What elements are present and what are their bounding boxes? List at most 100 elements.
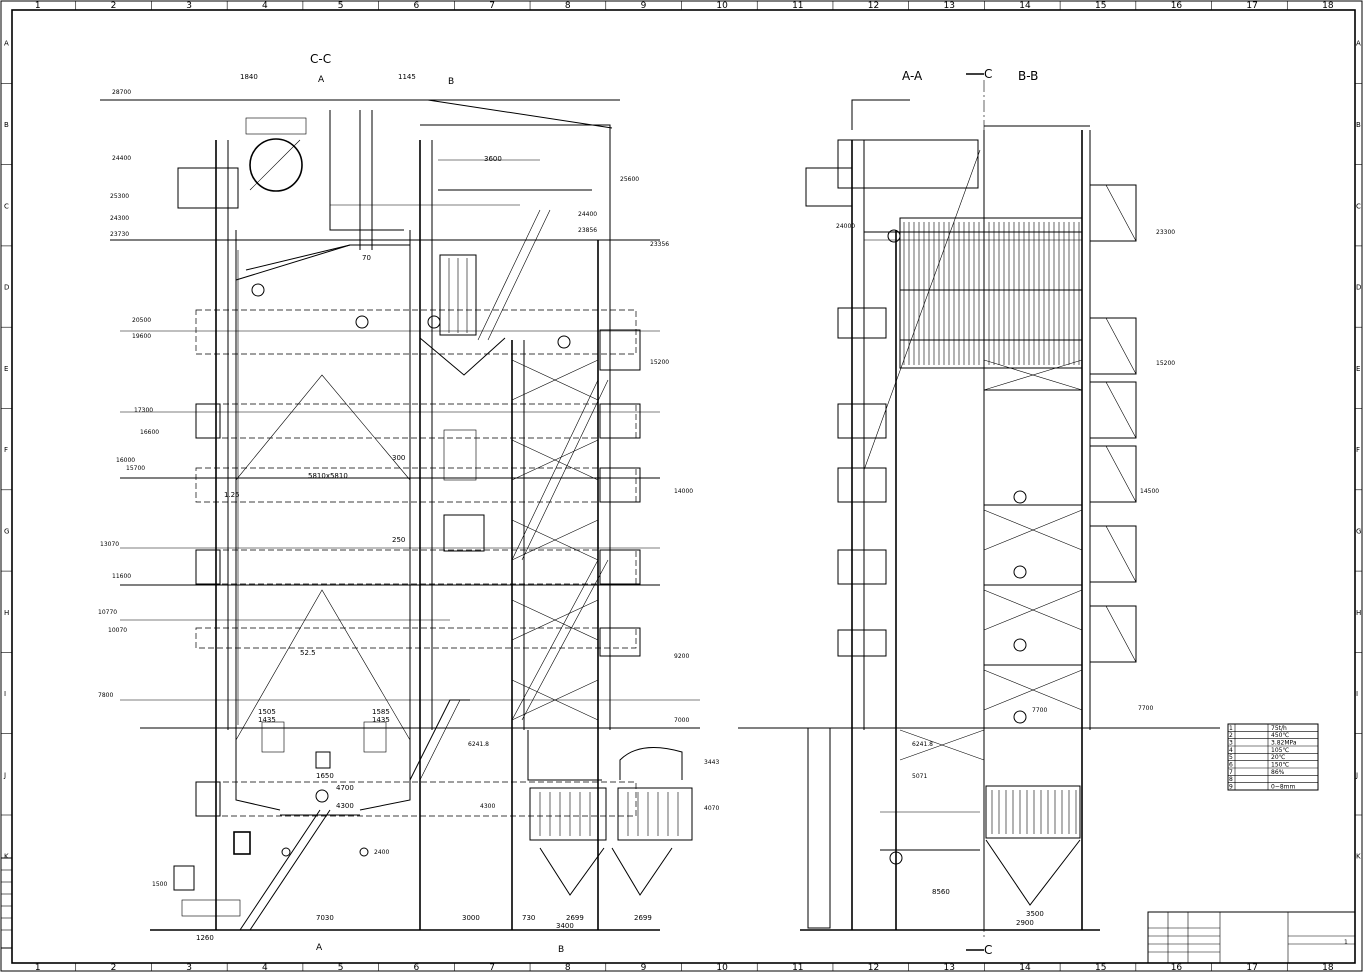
grid-row-label-right-I: I bbox=[1356, 690, 1358, 698]
grid-col-label-top-14: 14 bbox=[1019, 1, 1031, 11]
grid-col-label-bottom-2: 2 bbox=[111, 963, 117, 972]
dim-4700: 4700 bbox=[336, 784, 354, 792]
superheater-tube-bank bbox=[903, 222, 1080, 365]
grid-col-label-bottom-18: 18 bbox=[1322, 963, 1334, 972]
spec-row-value: 75t/h bbox=[1271, 725, 1287, 732]
grid-col-label-bottom-1: 1 bbox=[35, 963, 41, 972]
grid-row-label-left-B: B bbox=[4, 121, 9, 129]
elev-right-7700-a: 7700 bbox=[1032, 707, 1047, 714]
elev-right-14500: 14500 bbox=[1140, 488, 1159, 495]
section-cc-view: C-C A B A B bbox=[98, 52, 719, 955]
spec-row-value: 3.82MPa bbox=[1271, 740, 1297, 747]
grid-col-label-bottom-7: 7 bbox=[489, 963, 495, 972]
grid-col-label-bottom-9: 9 bbox=[641, 963, 647, 972]
elev-25600: 25600 bbox=[620, 176, 639, 183]
grid-col-label-top-5: 5 bbox=[338, 1, 344, 11]
dim-1505: 1505 bbox=[258, 708, 276, 716]
section-mark-a-top: A bbox=[318, 75, 325, 85]
dim-2900: 2900 bbox=[1016, 919, 1034, 927]
grid-row-label-left-I: I bbox=[4, 690, 6, 698]
grid-col-label-bottom-5: 5 bbox=[338, 963, 344, 972]
dim-8560: 8560 bbox=[932, 888, 950, 896]
grid-col-label-top-7: 7 bbox=[489, 1, 495, 11]
section-cc-label: C-C bbox=[310, 52, 331, 66]
elev-right-23300: 23300 bbox=[1156, 229, 1175, 236]
grid-col-label-top-10: 10 bbox=[716, 1, 728, 11]
spec-row-number: 6 bbox=[1229, 762, 1233, 769]
svg-text:28700: 28700 bbox=[112, 89, 131, 96]
grid-row-label-left-G: G bbox=[4, 527, 9, 535]
grid-col-label-bottom-4: 4 bbox=[262, 963, 268, 972]
elev-right-24000: 24000 bbox=[836, 223, 855, 230]
grid-row-label-right-K: K bbox=[1356, 853, 1361, 861]
dim-730: 730 bbox=[522, 914, 535, 922]
section-aa-bb-view: A-A B-B C C bbox=[738, 67, 1220, 957]
svg-text:17300: 17300 bbox=[134, 407, 153, 414]
air-heater-tubes bbox=[991, 790, 1077, 834]
grid-col-label-bottom-11: 11 bbox=[792, 963, 803, 972]
svg-text:10770: 10770 bbox=[98, 609, 117, 616]
grid-row-label-right-F: F bbox=[1356, 446, 1360, 454]
dim-2699-b: 2699 bbox=[634, 914, 652, 922]
title-block: 1 bbox=[1147, 911, 1356, 964]
dim-7030: 7030 bbox=[316, 914, 334, 922]
grid-col-label-top-1: 1 bbox=[35, 1, 41, 11]
spec-row-number: 2 bbox=[1229, 732, 1233, 739]
spec-row-value: 150℃ bbox=[1271, 762, 1289, 769]
svg-text:19600: 19600 bbox=[132, 333, 151, 340]
svg-text:11600: 11600 bbox=[112, 573, 131, 580]
grid-row-label-right-A: A bbox=[1356, 40, 1361, 48]
elev-right-5071: 5071 bbox=[912, 773, 927, 780]
section-mark-b-top: B bbox=[448, 77, 454, 87]
elev-23356: 23356 bbox=[650, 241, 669, 248]
section-aa-label: A-A bbox=[902, 69, 923, 83]
grid-row-label-left-C: C bbox=[4, 202, 9, 210]
svg-text:25300: 25300 bbox=[110, 193, 129, 200]
grid-row-label-right-C: C bbox=[1356, 202, 1361, 210]
dim-1840: 1840 bbox=[240, 73, 258, 81]
grid-col-label-bottom-12: 12 bbox=[868, 963, 879, 972]
grid-col-label-top-9: 9 bbox=[641, 1, 647, 11]
grid-col-label-bottom-8: 8 bbox=[565, 963, 571, 972]
section-mark-c-bottom: C bbox=[984, 943, 992, 957]
elev-4070: 4070 bbox=[704, 805, 719, 812]
grid-col-label-top-13: 13 bbox=[944, 1, 955, 11]
spec-row-number: 4 bbox=[1229, 747, 1233, 754]
grid-row-label-left-F: F bbox=[4, 446, 8, 454]
dim-250: 250 bbox=[392, 536, 405, 544]
grid-row-label-right-H: H bbox=[1356, 609, 1361, 617]
grid-col-label-top-16: 16 bbox=[1171, 1, 1183, 11]
dim-300: 300 bbox=[392, 454, 405, 462]
dim-3400: 3400 bbox=[556, 922, 574, 930]
spec-row-number: 3 bbox=[1229, 740, 1233, 747]
grid-col-label-bottom-3: 3 bbox=[186, 963, 192, 972]
section-mark-b-bottom: B bbox=[558, 945, 564, 955]
grid-row-label-left-A: A bbox=[4, 40, 9, 48]
grid-row-label-left-E: E bbox=[4, 365, 8, 373]
elev-3443: 3443 bbox=[704, 759, 719, 766]
spec-row-value: 450℃ bbox=[1271, 732, 1289, 739]
elev-7000: 7000 bbox=[674, 717, 689, 724]
grid-col-label-bottom-6: 6 bbox=[413, 963, 419, 972]
section-mark-a-bottom: A bbox=[316, 943, 323, 953]
svg-text:16000: 16000 bbox=[116, 457, 135, 464]
grid-col-label-top-12: 12 bbox=[868, 1, 879, 11]
elev-24400: 24400 bbox=[578, 211, 597, 218]
section-mark-c-top: C bbox=[984, 67, 992, 81]
grid-col-label-top-6: 6 bbox=[413, 1, 419, 11]
grid-col-label-top-4: 4 bbox=[262, 1, 268, 11]
elev-right-15200: 15200 bbox=[1156, 360, 1175, 367]
dim-1435-a: 1435 bbox=[258, 716, 276, 724]
dim-70: 70 bbox=[362, 254, 371, 262]
elev-6241: 6241.8 bbox=[468, 741, 489, 748]
dim-furnace: 5810x5810 bbox=[308, 472, 348, 480]
grid-col-label-bottom-17: 17 bbox=[1246, 963, 1257, 972]
elev-9200: 9200 bbox=[674, 653, 689, 660]
grid-col-label-bottom-13: 13 bbox=[944, 963, 955, 972]
grid-col-label-bottom-10: 10 bbox=[716, 963, 728, 972]
svg-text:13070: 13070 bbox=[100, 541, 119, 548]
